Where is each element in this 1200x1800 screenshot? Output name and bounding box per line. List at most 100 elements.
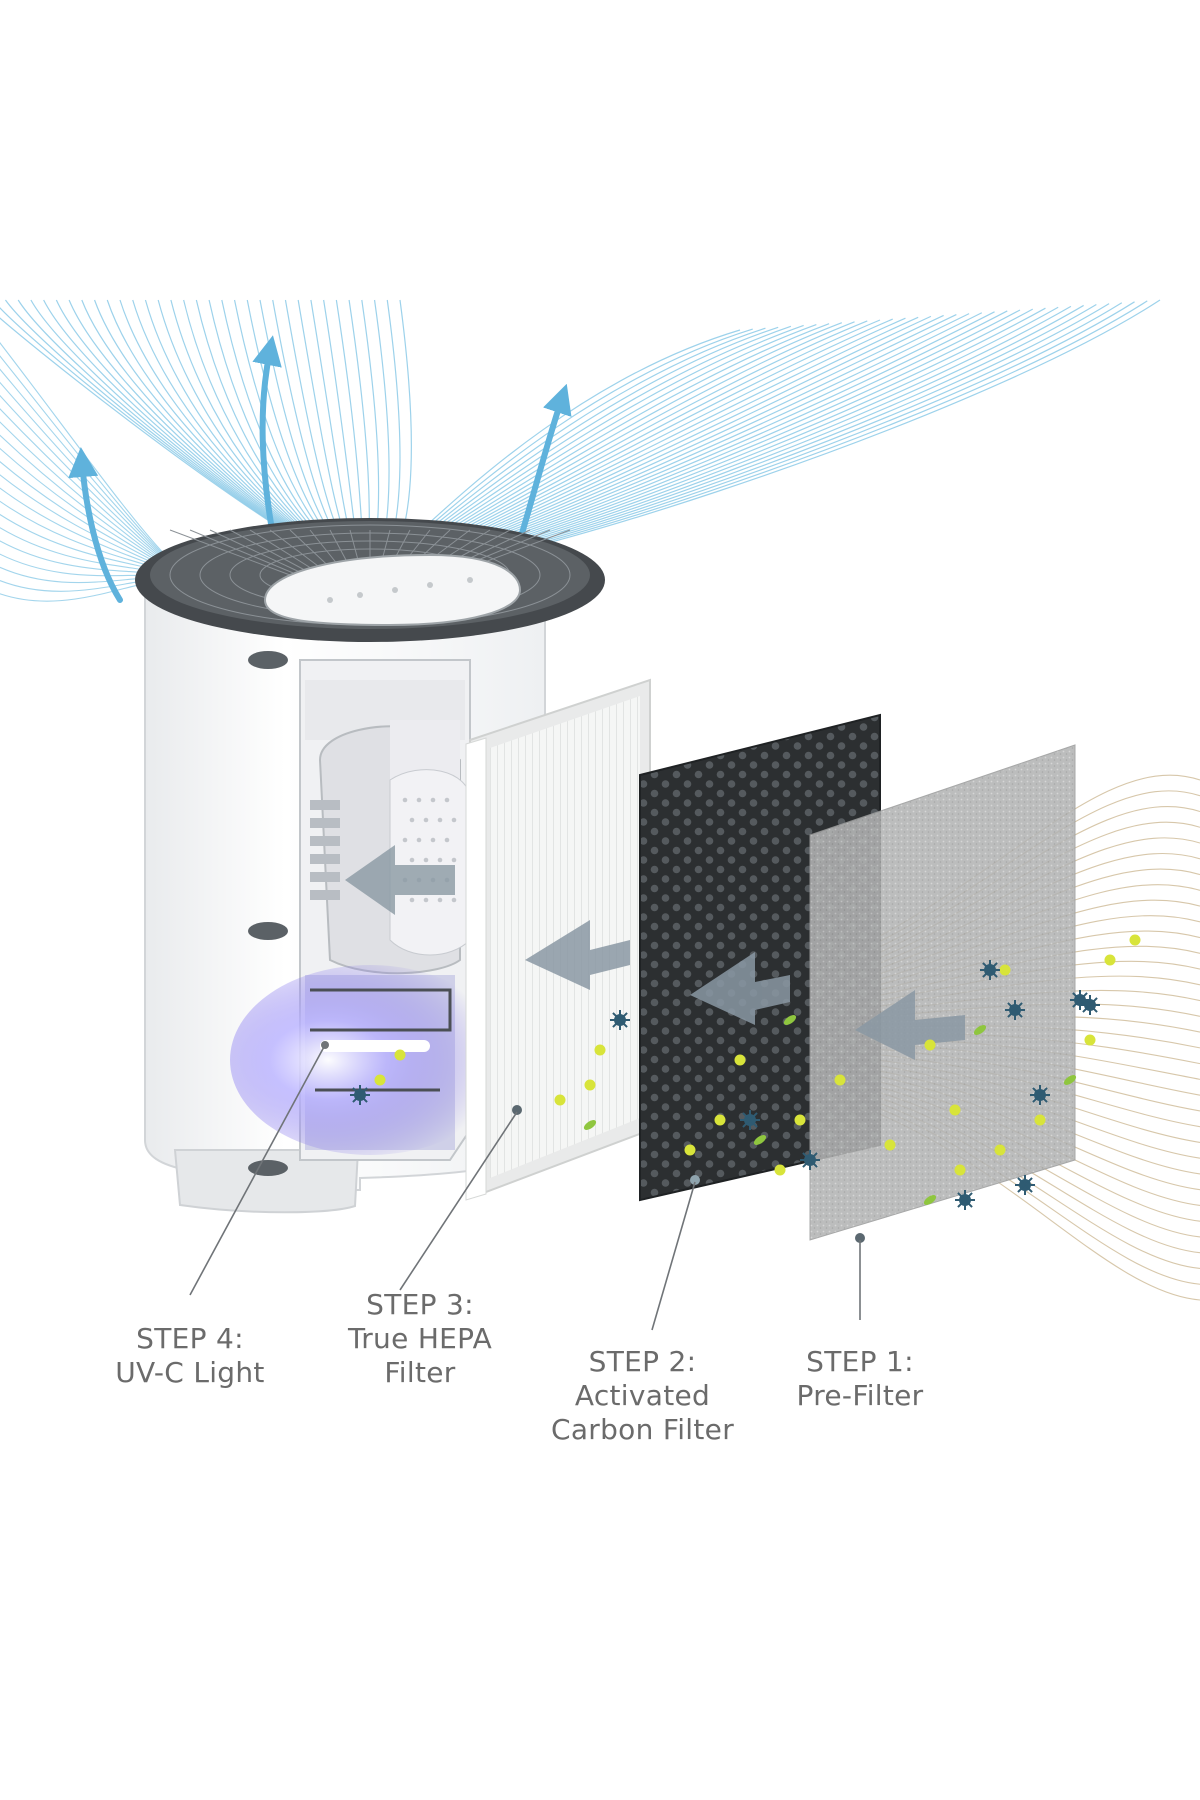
- particle-icon: [684, 1144, 696, 1156]
- perforation: [451, 857, 457, 863]
- perforation: [444, 837, 450, 843]
- particle-icon: [690, 1175, 700, 1185]
- particle-icon: [994, 1144, 1006, 1156]
- uv-light-glow: [230, 965, 510, 1155]
- step-4-title: UV-C Light: [115, 1356, 265, 1389]
- flow-arrows: [525, 920, 965, 1060]
- particle-icon: [584, 1079, 596, 1091]
- particle-icon: [834, 1074, 846, 1086]
- particle-icon: [924, 1039, 936, 1051]
- handle-slot: [248, 922, 288, 940]
- perforation: [451, 817, 457, 823]
- pre-filter: [809, 744, 1076, 1243]
- perforation: [402, 837, 408, 843]
- perforation: [416, 837, 422, 843]
- particle-icon: [594, 1044, 606, 1056]
- clean-air-line: [0, 381, 171, 564]
- step-3-label: STEP 3: True HEPA Filter: [335, 1288, 505, 1390]
- perforation: [409, 857, 415, 863]
- grille-line: [229, 529, 315, 576]
- clean-air-line: [0, 408, 171, 566]
- particle-icon: [1034, 1114, 1046, 1126]
- step-2-title-line-1: Activated: [574, 1379, 711, 1412]
- particle-icon: [1063, 1075, 1077, 1085]
- step-3-title-line-2: Filter: [384, 1356, 456, 1389]
- particle-icon: [1104, 954, 1116, 966]
- clean-air-line: [0, 394, 171, 565]
- germ-icon: [1015, 1175, 1035, 1195]
- germ-icon: [800, 1150, 820, 1170]
- perforation: [416, 797, 422, 803]
- leader-line-step-4: [189, 1044, 326, 1296]
- clean-air-arrow-icon: [252, 335, 282, 533]
- grille-line: [209, 529, 307, 576]
- particle-icon: [554, 1094, 566, 1106]
- pollutant-particles: [350, 934, 1141, 1210]
- airflow-arrow-icon: [855, 990, 965, 1060]
- perforation: [451, 897, 457, 903]
- handle-slot: [248, 651, 288, 669]
- germ-icon: [740, 1110, 760, 1130]
- germ-icon: [1030, 1085, 1050, 1105]
- step-1-title: Pre-Filter: [796, 1379, 924, 1412]
- particle-icon: [954, 1164, 966, 1176]
- step-1-number: STEP 1:: [806, 1345, 914, 1378]
- clean-air-arrows: [68, 335, 572, 603]
- perforation: [437, 897, 443, 903]
- perforation: [444, 797, 450, 803]
- control-button: [467, 577, 473, 583]
- particle-icon: [923, 1195, 937, 1205]
- particle-icon: [753, 1135, 767, 1145]
- uv-lamp: [320, 1040, 430, 1052]
- particle-icon: [394, 1049, 406, 1061]
- clean-air-arrow-icon: [68, 447, 123, 603]
- control-button: [357, 592, 363, 598]
- step-2-number: STEP 2:: [588, 1345, 697, 1378]
- purifier-unit: [135, 518, 605, 1214]
- perforation: [437, 857, 443, 863]
- perforation: [409, 817, 415, 823]
- step-3-title-line-1: True HEPA: [347, 1322, 493, 1355]
- particle-icon: [973, 1025, 987, 1035]
- grille-line: [169, 529, 291, 576]
- perforation: [423, 857, 429, 863]
- perforation: [430, 837, 436, 843]
- germ-icon: [1070, 990, 1090, 1010]
- step-3-number: STEP 3:: [366, 1288, 474, 1321]
- step-4-number: STEP 4:: [136, 1322, 244, 1355]
- perforation: [409, 897, 415, 903]
- leader-line-step-3: [399, 1111, 518, 1291]
- clean-air-line: [0, 421, 171, 567]
- fan-fins: [310, 800, 340, 900]
- control-button: [327, 597, 333, 603]
- particle-icon: [949, 1104, 961, 1116]
- leader-lines: [189, 1044, 861, 1331]
- control-button: [392, 587, 398, 593]
- step-2-label: STEP 2: Activated Carbon Filter: [545, 1345, 740, 1447]
- step-4-label: STEP 4: UV-C Light: [110, 1322, 270, 1390]
- particle-icon: [583, 1120, 597, 1130]
- airflow-arrow-icon: [690, 952, 790, 1025]
- perforation: [423, 817, 429, 823]
- step-1-label: STEP 1: Pre-Filter: [780, 1345, 940, 1413]
- germ-icon: [610, 1010, 630, 1030]
- germ-icon: [1005, 1000, 1025, 1020]
- particle-icon: [512, 1105, 522, 1115]
- germ-icon: [980, 960, 1000, 980]
- perforated-plate: [389, 769, 471, 956]
- particle-icon: [1129, 934, 1141, 946]
- perforation: [430, 797, 436, 803]
- particle-icon: [884, 1139, 896, 1151]
- particle-icon: [999, 964, 1011, 976]
- germ-icon: [350, 1085, 370, 1105]
- particle-icon: [794, 1114, 806, 1126]
- handle-slot: [248, 1160, 288, 1176]
- particle-icon: [714, 1114, 726, 1126]
- particle-icon: [774, 1164, 786, 1176]
- airflow-arrow-icon: [525, 920, 630, 990]
- particle-icon: [855, 1233, 865, 1243]
- perforation: [402, 797, 408, 803]
- perforation: [437, 817, 443, 823]
- particle-icon: [374, 1074, 386, 1086]
